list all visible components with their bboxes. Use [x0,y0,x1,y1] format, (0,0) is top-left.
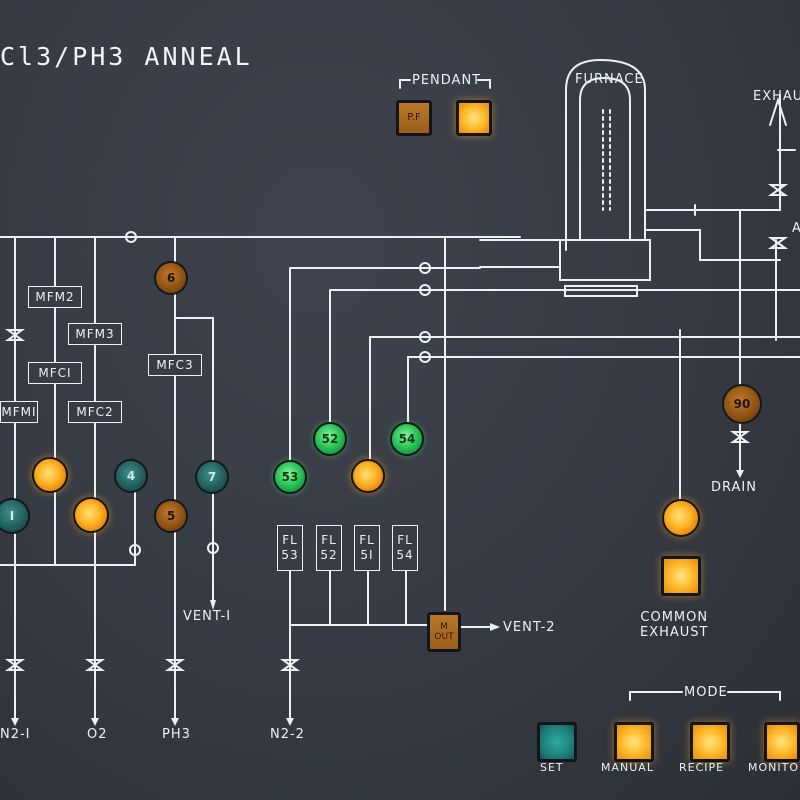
recipe-label: RECIPE [679,761,725,774]
n2-2-inlet-label: N2-2 [270,727,305,742]
furnace-label: FURNACE [575,72,644,87]
lamp-mfc1[interactable] [32,457,68,493]
monitor-label: MONITO [748,761,799,774]
common-exhaust-button[interactable] [661,556,701,596]
exhaust-label: EXHAUS [753,89,800,104]
mfc3-box: MFC3 [148,354,202,376]
lamp-53[interactable]: 53 [273,460,307,494]
m-out-button-label: M OUT [434,621,454,642]
set-label: SET [540,761,564,774]
vent-1-label: VENT-I [183,609,232,624]
filter-52: FL 52 [316,525,342,571]
lamp-7[interactable]: 7 [195,460,229,494]
mfc2-box: MFC2 [68,401,122,423]
furnace-outline [565,58,646,251]
mfm2-box: MFM2 [28,286,82,308]
filter-53: FL 53 [277,525,303,571]
mode-label: MODE [684,685,728,700]
pendant-pf-button-label: P.F [407,112,421,124]
lamp-5[interactable]: 5 [154,499,188,533]
mfc1-box: MFCI [28,362,82,384]
vent-2-label: VENT-2 [503,620,556,635]
recipe-mode-button[interactable] [690,722,730,762]
lamp-common-exhaust[interactable] [662,499,700,537]
ph3-inlet-label: PH3 [162,727,191,742]
n2-1-inlet-label: N2-I [0,727,31,742]
filter-51: FL 5I [354,525,380,571]
filter-54: FL 54 [392,525,418,571]
lamp-54[interactable]: 54 [390,422,424,456]
common-exhaust-label: COMMON EXHAUST [640,610,709,640]
lamp-6[interactable]: 6 [154,261,188,295]
lamp-1[interactable]: I [0,498,30,534]
lamp-52[interactable]: 52 [313,422,347,456]
drain-label: DRAIN [711,480,757,495]
mfm3-box: MFM3 [68,323,122,345]
pendant-lamp-button[interactable] [456,100,492,136]
pendant-pf-button[interactable]: P.F [396,100,432,136]
lamp-51[interactable] [351,459,385,493]
pendant-lamp-button-label [472,116,476,120]
mfm1-box: MFMI [0,401,38,423]
lamp-mfc2[interactable] [73,497,109,533]
m-out-button[interactable]: M OUT [427,612,461,652]
set-button[interactable] [537,722,577,762]
a-label: A [792,221,800,236]
o2-inlet-label: O2 [87,727,108,742]
pendant-label: PENDANT [412,73,482,88]
monitor-mode-button[interactable] [764,722,800,762]
manual-mode-button[interactable] [614,722,654,762]
lamp-90[interactable]: 90 [722,384,762,424]
panel-title: Cl3/PH3 ANNEAL [0,42,253,71]
lamp-4[interactable]: 4 [114,459,148,493]
manual-label: MANUAL [601,761,654,774]
